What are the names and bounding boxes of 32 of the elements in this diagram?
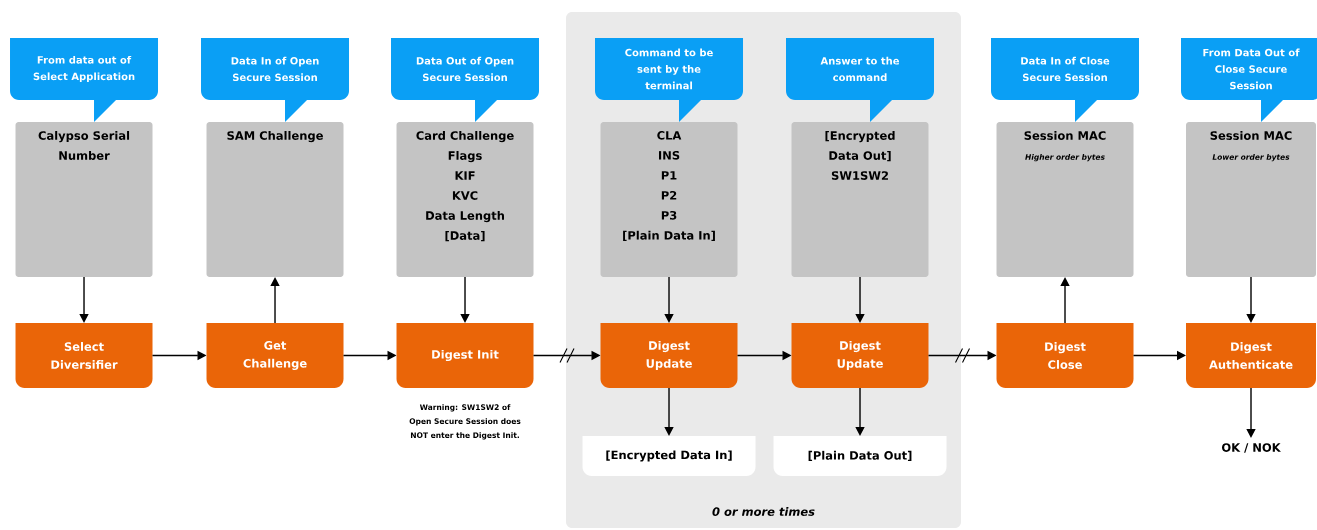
result-text: OK / NOK bbox=[1222, 443, 1281, 453]
arrow bbox=[270, 277, 280, 324]
output-box: [Encrypted Data In] bbox=[582, 436, 756, 476]
data-box: CLA INS P1 P2 P3 [Plain Data In] bbox=[600, 122, 738, 277]
arrow bbox=[1246, 387, 1256, 438]
process-box: Select Diversifier bbox=[15, 323, 153, 388]
speech-bubble: Data Out of Open Secure Session bbox=[391, 38, 539, 122]
arrow bbox=[664, 387, 674, 436]
speech-bubble: Data In of Close Secure Session bbox=[991, 38, 1139, 122]
process-box: Get Challenge bbox=[206, 323, 344, 388]
data-box: [Encrypted Data Out] SW1SW2 bbox=[791, 122, 929, 277]
speech-bubble: Data In of Open Secure Session bbox=[201, 38, 349, 122]
arrow bbox=[664, 276, 674, 323]
arrow bbox=[79, 276, 89, 323]
arrow bbox=[855, 387, 865, 436]
arrow bbox=[1246, 276, 1256, 323]
process-box: Digest Update bbox=[600, 323, 738, 388]
speech-bubble: From data out of Select Application bbox=[10, 38, 158, 122]
process-box: Digest Authenticate bbox=[1186, 323, 1316, 388]
arrow bbox=[460, 276, 470, 323]
process-box: Digest Close bbox=[996, 323, 1134, 388]
process-box: Digest Update bbox=[791, 323, 929, 388]
output-box: [Plain Data Out] bbox=[773, 436, 947, 476]
arrow bbox=[1060, 277, 1070, 324]
data-box: Card Challenge Flags KIF KVC Data Length [Data] bbox=[396, 122, 534, 277]
speech-bubble: From Data Out of Close Secure Session bbox=[1181, 38, 1317, 122]
process-box: Digest Init bbox=[396, 323, 534, 388]
arrow bbox=[855, 276, 865, 323]
speech-bubble: Command to be sent by the terminal bbox=[595, 38, 743, 122]
speech-bubble: Answer to the command bbox=[786, 38, 934, 122]
data-box: SAM Challenge bbox=[206, 122, 344, 277]
data-box: Calypso Serial Number bbox=[15, 122, 153, 277]
